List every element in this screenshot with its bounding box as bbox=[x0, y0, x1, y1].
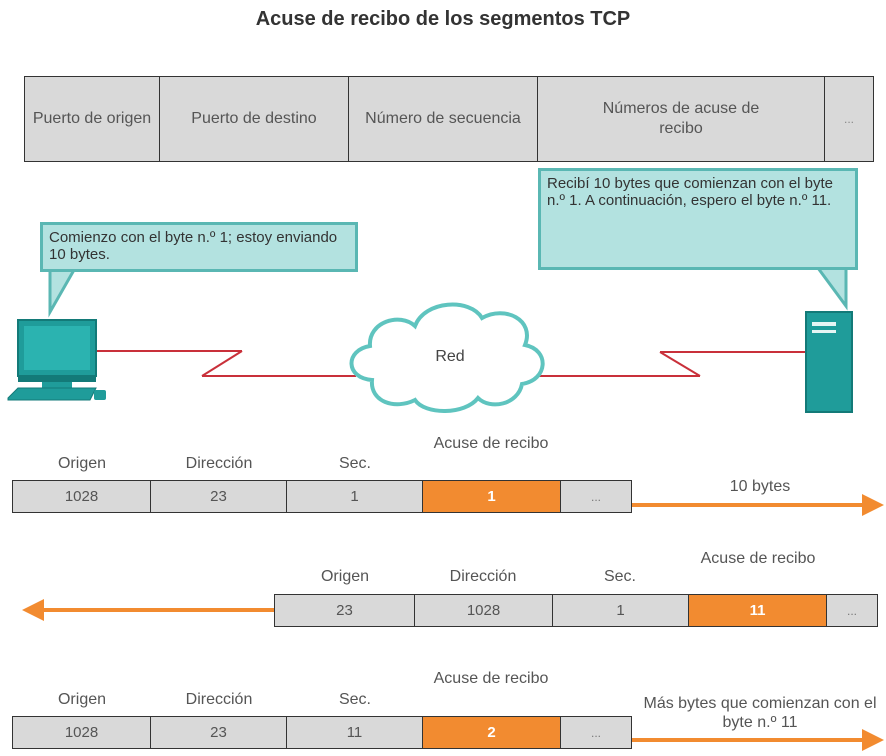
arrow-left-2 bbox=[22, 599, 274, 621]
label-origin: Origen bbox=[57, 455, 107, 472]
label-origin: Origen bbox=[57, 691, 107, 708]
cell-more: ... bbox=[826, 594, 878, 627]
header-cell-ack-numbers: Números de acuse de recibo bbox=[537, 76, 825, 162]
network-cloud-icon bbox=[349, 302, 545, 413]
label-origin: Origen bbox=[320, 568, 370, 585]
receiver-callout: Recibí 10 bytes que comienzan con el byt… bbox=[538, 168, 858, 270]
page-title: Acuse de recibo de los segmentos TCP bbox=[255, 8, 631, 30]
computer-icon bbox=[7, 319, 106, 401]
header-cell-source-port: Puerto de origen bbox=[24, 76, 160, 162]
cell-more: ... bbox=[560, 716, 632, 749]
right-link bbox=[538, 351, 806, 377]
cell-seq: 1 bbox=[286, 480, 423, 513]
label-seq: Sec. bbox=[338, 691, 371, 708]
arrow-right-1 bbox=[632, 494, 884, 516]
label-ack: Acuse de recibo bbox=[700, 550, 816, 567]
server-icon bbox=[805, 311, 853, 413]
sender-callout: Comienzo con el byte n.º 1; estoy envian… bbox=[40, 222, 358, 272]
cell-origin: 23 bbox=[274, 594, 415, 627]
sender-callout-tail bbox=[48, 268, 77, 318]
label-ack: Acuse de recibo bbox=[433, 670, 549, 687]
label-direction: Dirección bbox=[449, 568, 517, 585]
arrow-right-3 bbox=[632, 729, 884, 751]
cell-more: ... bbox=[560, 480, 632, 513]
cell-origin: 1028 bbox=[12, 480, 151, 513]
cell-seq: 11 bbox=[286, 716, 423, 749]
label-seq: Sec. bbox=[603, 568, 636, 585]
label-ack: Acuse de recibo bbox=[433, 435, 549, 452]
network-label: Red bbox=[435, 348, 465, 365]
header-cell-destination-port: Puerto de destino bbox=[159, 76, 349, 162]
left-link bbox=[96, 350, 356, 377]
receiver-callout-tail bbox=[815, 266, 848, 311]
cell-direction: 23 bbox=[150, 716, 287, 749]
segment-3-note: Más bytes que comienzan con el byte n.º … bbox=[643, 695, 877, 731]
cell-direction: 1028 bbox=[414, 594, 553, 627]
header-cell-more: ... bbox=[824, 76, 874, 162]
cell-direction: 23 bbox=[150, 480, 287, 513]
segment-1-note: 10 bytes bbox=[729, 478, 791, 495]
cell-seq: 1 bbox=[552, 594, 689, 627]
cell-ack: 2 bbox=[422, 716, 561, 749]
cell-ack: 11 bbox=[688, 594, 827, 627]
label-seq: Sec. bbox=[338, 455, 371, 472]
label-direction: Dirección bbox=[185, 455, 253, 472]
cell-ack: 1 bbox=[422, 480, 561, 513]
label-direction: Dirección bbox=[185, 691, 253, 708]
cell-origin: 1028 bbox=[12, 716, 151, 749]
header-cell-sequence-number: Número de secuencia bbox=[348, 76, 538, 162]
